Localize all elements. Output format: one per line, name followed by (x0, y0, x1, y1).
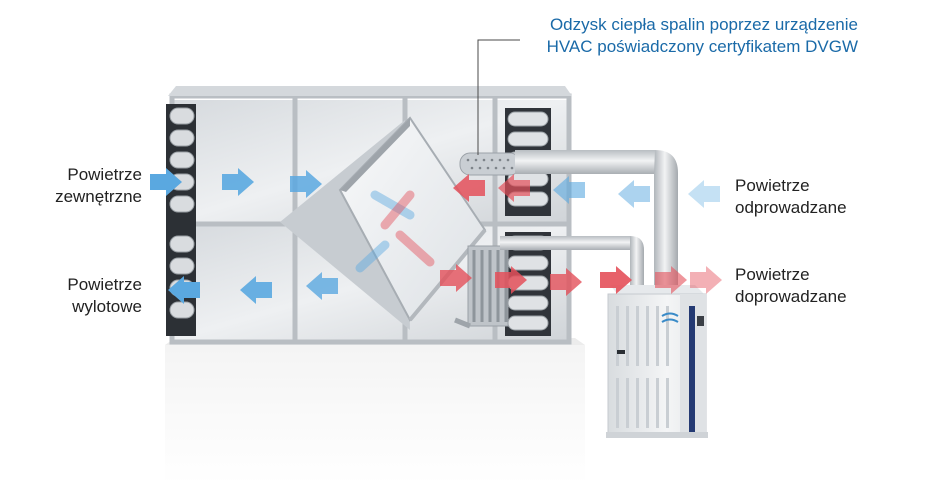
boiler-front-stripe (689, 306, 695, 434)
arrow-supply-2 (495, 266, 527, 294)
arrow-outdoor-2 (290, 170, 322, 198)
arrow-outdoor-in (150, 168, 182, 196)
arrow-extract-warm (498, 174, 530, 202)
arrow-exchanger-warm-out (395, 230, 435, 267)
arrow-supply-out (655, 266, 687, 294)
cabinet-top-edge (168, 86, 572, 96)
label-exhaust-air: Powietrze wylotowe (67, 275, 142, 316)
arrow-exhaust-1 (240, 276, 272, 304)
callout-leader-line (477, 39, 520, 155)
airflow-arrows (150, 168, 722, 304)
label-supply-air: Powietrze doprowadzane (735, 265, 847, 306)
arrow-exchanger-warm-in (380, 190, 415, 230)
arrow-exchanger-cold-in (370, 190, 415, 220)
arrow-extract-1 (618, 180, 650, 208)
label-extract-air: Powietrze odprowadzane (735, 176, 847, 217)
arrow-supply-3 (550, 268, 582, 296)
arrow-exhaust-out (168, 276, 200, 304)
boiler-display (697, 316, 704, 326)
boiler-logo-icon (661, 312, 679, 323)
callout-line-2: HVAC poświadczony certyfikatem DVGW (546, 37, 858, 56)
flue-gas-tube (459, 152, 521, 176)
boiler-unit (606, 285, 708, 438)
callout-line-1: Odzysk ciepła spalin poprzez urządzenie (549, 15, 858, 34)
arrow-supply-out-2 (690, 266, 722, 294)
arrow-supply-4 (600, 266, 632, 294)
flue-pipes (500, 150, 678, 290)
arrow-exchanger-cold-out (355, 240, 390, 273)
callout-text: Odzysk ciepła spalin poprzez urządzenie … (547, 14, 858, 58)
arrow-supply-1 (440, 264, 472, 292)
arrow-extract-warm-2 (453, 174, 485, 202)
arrow-extract-2 (553, 176, 585, 204)
coil-feed-pipe (454, 317, 471, 329)
arrow-extract-in (688, 180, 720, 208)
arrow-exhaust-2 (306, 272, 338, 300)
arrow-outdoor-1 (222, 168, 254, 196)
unit-plinth (165, 345, 585, 485)
right-dampers (505, 108, 551, 336)
label-outdoor-air: Powietrze zewnętrzne (55, 165, 142, 206)
